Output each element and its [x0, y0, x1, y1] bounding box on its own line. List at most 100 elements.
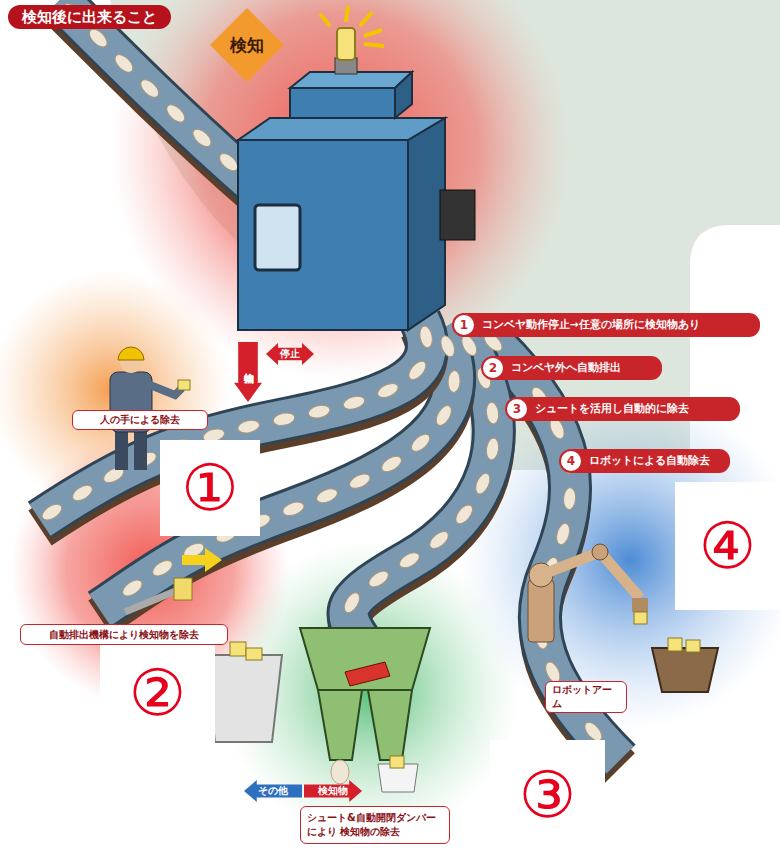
ray	[360, 12, 372, 26]
machine-window	[255, 205, 300, 270]
belt-item	[315, 486, 340, 505]
chute-left	[318, 690, 362, 760]
belt-item	[120, 577, 145, 599]
machine-front	[238, 140, 408, 330]
big-number: ③	[519, 763, 576, 827]
down-arrow-fill	[234, 342, 262, 402]
belt-item	[70, 482, 95, 504]
passed-item	[331, 760, 349, 784]
callout-banner: 4 ロボットによる自動除去	[562, 449, 730, 473]
callout-text: コンベヤ外へ自動排出	[511, 361, 621, 375]
callout-banner: 2 コンベヤ外へ自動排出	[484, 356, 662, 380]
callout-number: 2	[481, 356, 505, 380]
caption-text: シュート&自動開閉ダンパーにより 検知物の除去	[307, 811, 443, 839]
detected-item	[178, 380, 190, 390]
belt-item	[427, 528, 452, 551]
belt-item	[554, 522, 572, 546]
double-arrow-fill	[266, 343, 314, 365]
detected-item	[246, 648, 262, 660]
belt-item	[563, 487, 577, 510]
left-arrow-fill	[244, 780, 302, 802]
callout-text: コンベヤ動作停止→任意の場所に検知物あり	[482, 318, 700, 332]
belt-item	[342, 394, 366, 412]
callout-number: 3	[505, 397, 529, 421]
down-arrow: 検知物	[234, 342, 262, 402]
belt-item	[418, 325, 434, 349]
callout-number: 4	[559, 449, 583, 473]
node-label: 検知	[230, 34, 264, 57]
belt-item	[272, 411, 296, 427]
machine-upper-side	[395, 72, 412, 118]
belt-item	[307, 403, 331, 420]
belt-item	[397, 550, 422, 571]
caption-box: 自動排出機構により検知物を除去	[20, 624, 228, 645]
belt-item	[281, 499, 306, 518]
belt-item	[341, 590, 363, 615]
title-banner: 検知後に出来ること	[8, 5, 171, 29]
caption-box: 人の手による除去	[72, 410, 208, 430]
right-arrow: 検知物	[304, 780, 362, 802]
callout-number: ②	[100, 640, 215, 745]
belt-item	[453, 502, 476, 527]
big-number: ①	[181, 456, 238, 520]
belt-item	[112, 51, 136, 75]
chute-right	[368, 690, 412, 760]
belt-item	[485, 437, 500, 460]
callout-number: ④	[675, 482, 780, 610]
conveyor-belts	[40, 0, 620, 768]
machine-side	[408, 118, 445, 330]
belt-item	[150, 557, 175, 579]
caption-text: ロボットアーム	[552, 683, 620, 711]
belt-item	[39, 501, 64, 523]
detected-item	[230, 642, 246, 656]
ray	[320, 14, 330, 26]
ejector-rod	[125, 590, 178, 612]
belt-item	[86, 26, 110, 50]
detected-item	[668, 638, 682, 651]
robot-joint	[592, 544, 608, 560]
belt-item	[138, 77, 162, 101]
bucket	[652, 648, 718, 692]
node-label: 検知物	[318, 784, 348, 798]
detect-diamond-fill	[210, 8, 284, 82]
belt-item	[433, 403, 455, 428]
machine-outlet	[440, 190, 475, 240]
belt-item	[379, 453, 404, 475]
worker-arm	[150, 385, 182, 395]
caption-box: ロボットアーム	[545, 681, 627, 713]
chute-damper	[300, 628, 430, 792]
right-arrow-fill	[304, 780, 362, 802]
big-number: ②	[129, 661, 186, 725]
detect-diamond: 検知	[210, 8, 284, 82]
belt-item	[164, 101, 188, 125]
detected-item	[390, 756, 404, 768]
ray	[364, 30, 382, 36]
belt-item	[448, 370, 461, 393]
belt-item	[366, 568, 391, 590]
robot-base	[528, 580, 554, 642]
worker-helmet	[118, 347, 144, 360]
worker-leg	[134, 428, 147, 470]
ejector-plate	[174, 578, 192, 600]
callout-number: 1	[452, 313, 476, 337]
node-label: その他	[258, 784, 288, 798]
left-arrow: その他	[244, 780, 302, 802]
robot-gripper	[632, 598, 648, 612]
callout-text: シュートを活用し自動的に除去	[535, 402, 689, 416]
caption-box: シュート&自動開閉ダンパーにより 検知物の除去	[300, 806, 450, 844]
chute-hopper	[300, 628, 430, 690]
ray	[364, 44, 384, 46]
callout-text: ロボットによる自動除去	[589, 454, 710, 468]
lamp-rays	[320, 6, 384, 46]
belt-item	[406, 358, 430, 382]
machine-upper	[290, 88, 395, 118]
belt-item	[347, 471, 372, 491]
damper	[345, 662, 390, 686]
worker-leg	[115, 428, 128, 470]
machine-top	[238, 118, 445, 140]
belt-edge	[40, 320, 427, 520]
alarm-lamp	[337, 28, 355, 60]
belt-item	[408, 431, 432, 455]
belt-surface	[40, 320, 427, 520]
